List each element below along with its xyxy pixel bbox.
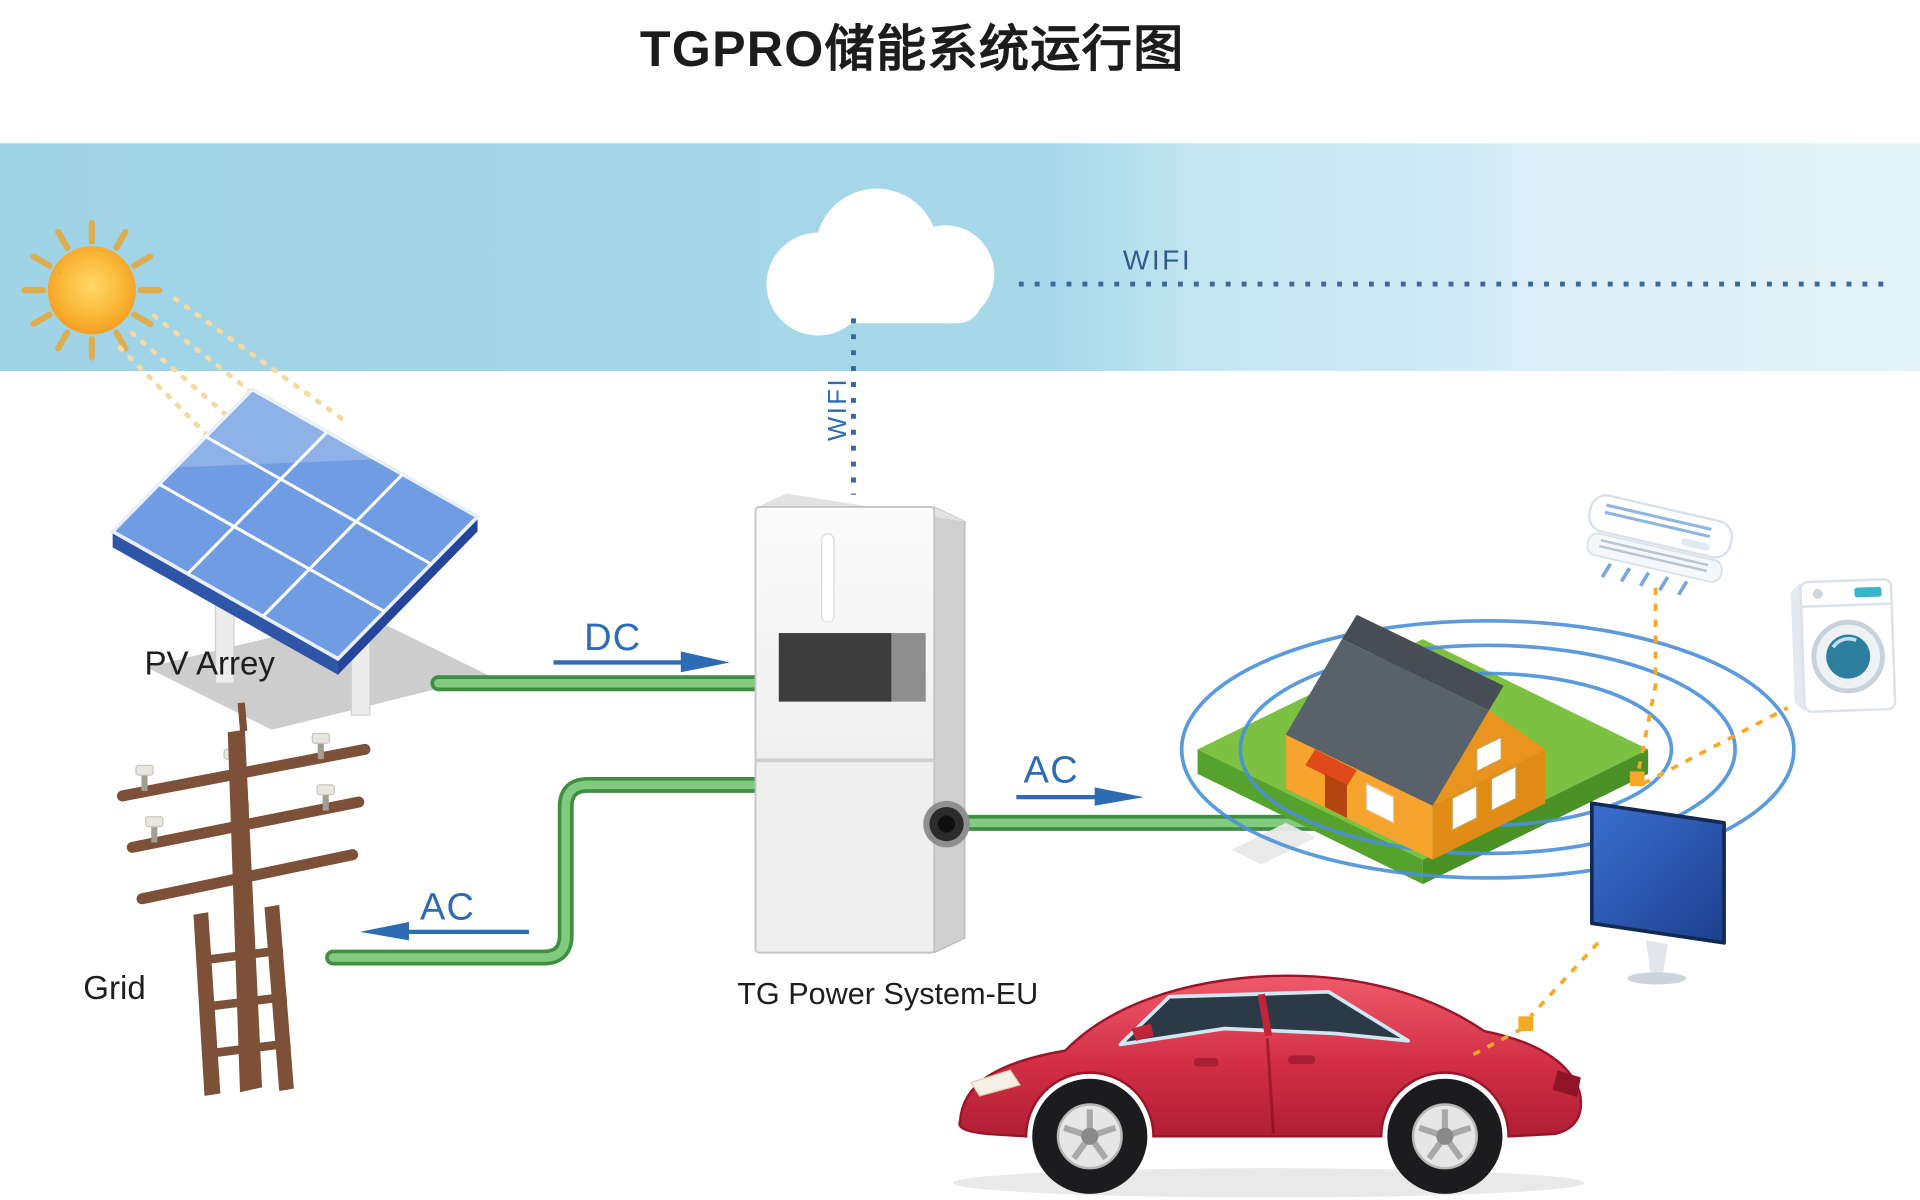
tv-icon [1590, 801, 1726, 985]
link-node [1629, 771, 1645, 787]
dc-label: DC [584, 615, 642, 659]
pv-array-label: PV Arrey [144, 645, 275, 683]
flow-arrows [360, 651, 1144, 941]
inverter-label: TG Power System-EU [737, 977, 1039, 1012]
wifi-label-vertical: WIFI [824, 376, 853, 442]
sun-icon [21, 219, 348, 488]
washing-machine-icon [1790, 578, 1897, 713]
ac-line-grid [325, 776, 768, 966]
ac-arrow-right [1016, 787, 1144, 806]
diagram-title: TGPRO储能系统运行图 [639, 20, 1185, 78]
dc-arrow-right [553, 651, 730, 673]
ac-arrow-left [360, 922, 529, 941]
air-conditioner-icon [1586, 494, 1734, 596]
pv-array-icon [113, 389, 490, 729]
ev-car-icon [952, 974, 1585, 1198]
wifi-line-icon [851, 281, 1886, 495]
house-icon [1285, 614, 1546, 860]
cloud-icon [766, 188, 995, 336]
inverter-port [923, 800, 970, 848]
grid-pole-icon [116, 702, 371, 1096]
inverter-icon [754, 493, 970, 954]
link-node [1518, 1016, 1534, 1032]
wifi-label-top: WIFI [1122, 243, 1193, 276]
ac-grid-label: AC [420, 885, 476, 929]
appliance-links-icon [1466, 587, 1789, 1060]
ac-house-label: AC [1023, 748, 1079, 792]
grid-label: Grid [83, 969, 146, 1007]
